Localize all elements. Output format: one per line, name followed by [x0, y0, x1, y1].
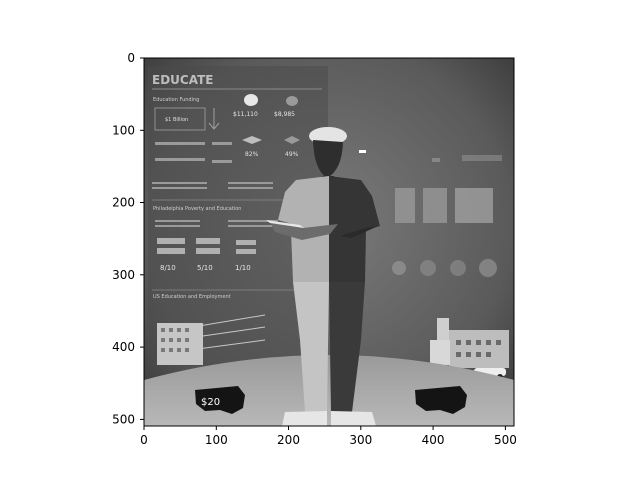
y-tick-500: 500 — [112, 412, 135, 426]
person — [266, 127, 380, 426]
x-tick-300: 300 — [349, 433, 372, 447]
y-tick-0: 0 — [127, 51, 135, 65]
us-map-left — [195, 386, 245, 414]
stat-11110: $11,110 — [233, 111, 258, 118]
x-tick-500: 500 — [494, 433, 517, 447]
pct-49: 49% — [285, 151, 299, 158]
right-infographic — [392, 155, 502, 277]
x-tick-100: 100 — [205, 433, 228, 447]
header-text: EDUCATE — [152, 73, 213, 87]
map-value: $20 — [201, 397, 220, 408]
y-axis: 0 100 200 300 400 500 — [112, 51, 144, 426]
ratio-2: 5/10 — [197, 264, 213, 272]
y-tick-100: 100 — [112, 123, 135, 137]
x-tick-400: 400 — [422, 433, 445, 447]
section-funding: Education Funding — [153, 97, 199, 103]
pct-82: 82% — [245, 151, 259, 158]
building-right — [430, 318, 509, 380]
x-tick-200: 200 — [277, 433, 300, 447]
building-left — [157, 323, 203, 365]
y-tick-200: 200 — [112, 196, 135, 210]
us-map-right — [415, 386, 467, 414]
x-tick-0: 0 — [140, 433, 148, 447]
y-tick-400: 400 — [112, 340, 135, 354]
stat-8985: $8,985 — [274, 111, 295, 118]
ratio-1: 8/10 — [160, 264, 176, 272]
x-axis: 0 100 200 300 400 500 — [140, 426, 517, 447]
section-us: US Education and Employment — [153, 294, 231, 300]
ratio-3: 1/10 — [235, 264, 251, 272]
y-tick-300: 300 — [112, 268, 135, 282]
section-poverty: Philadelphia Poverty and Education — [153, 206, 241, 212]
image-panel: EDUCATE Education Funding $1 Billion $11… — [144, 58, 514, 426]
funding-billion: $1 Billion — [165, 117, 188, 123]
axes-frame — [143, 57, 515, 427]
